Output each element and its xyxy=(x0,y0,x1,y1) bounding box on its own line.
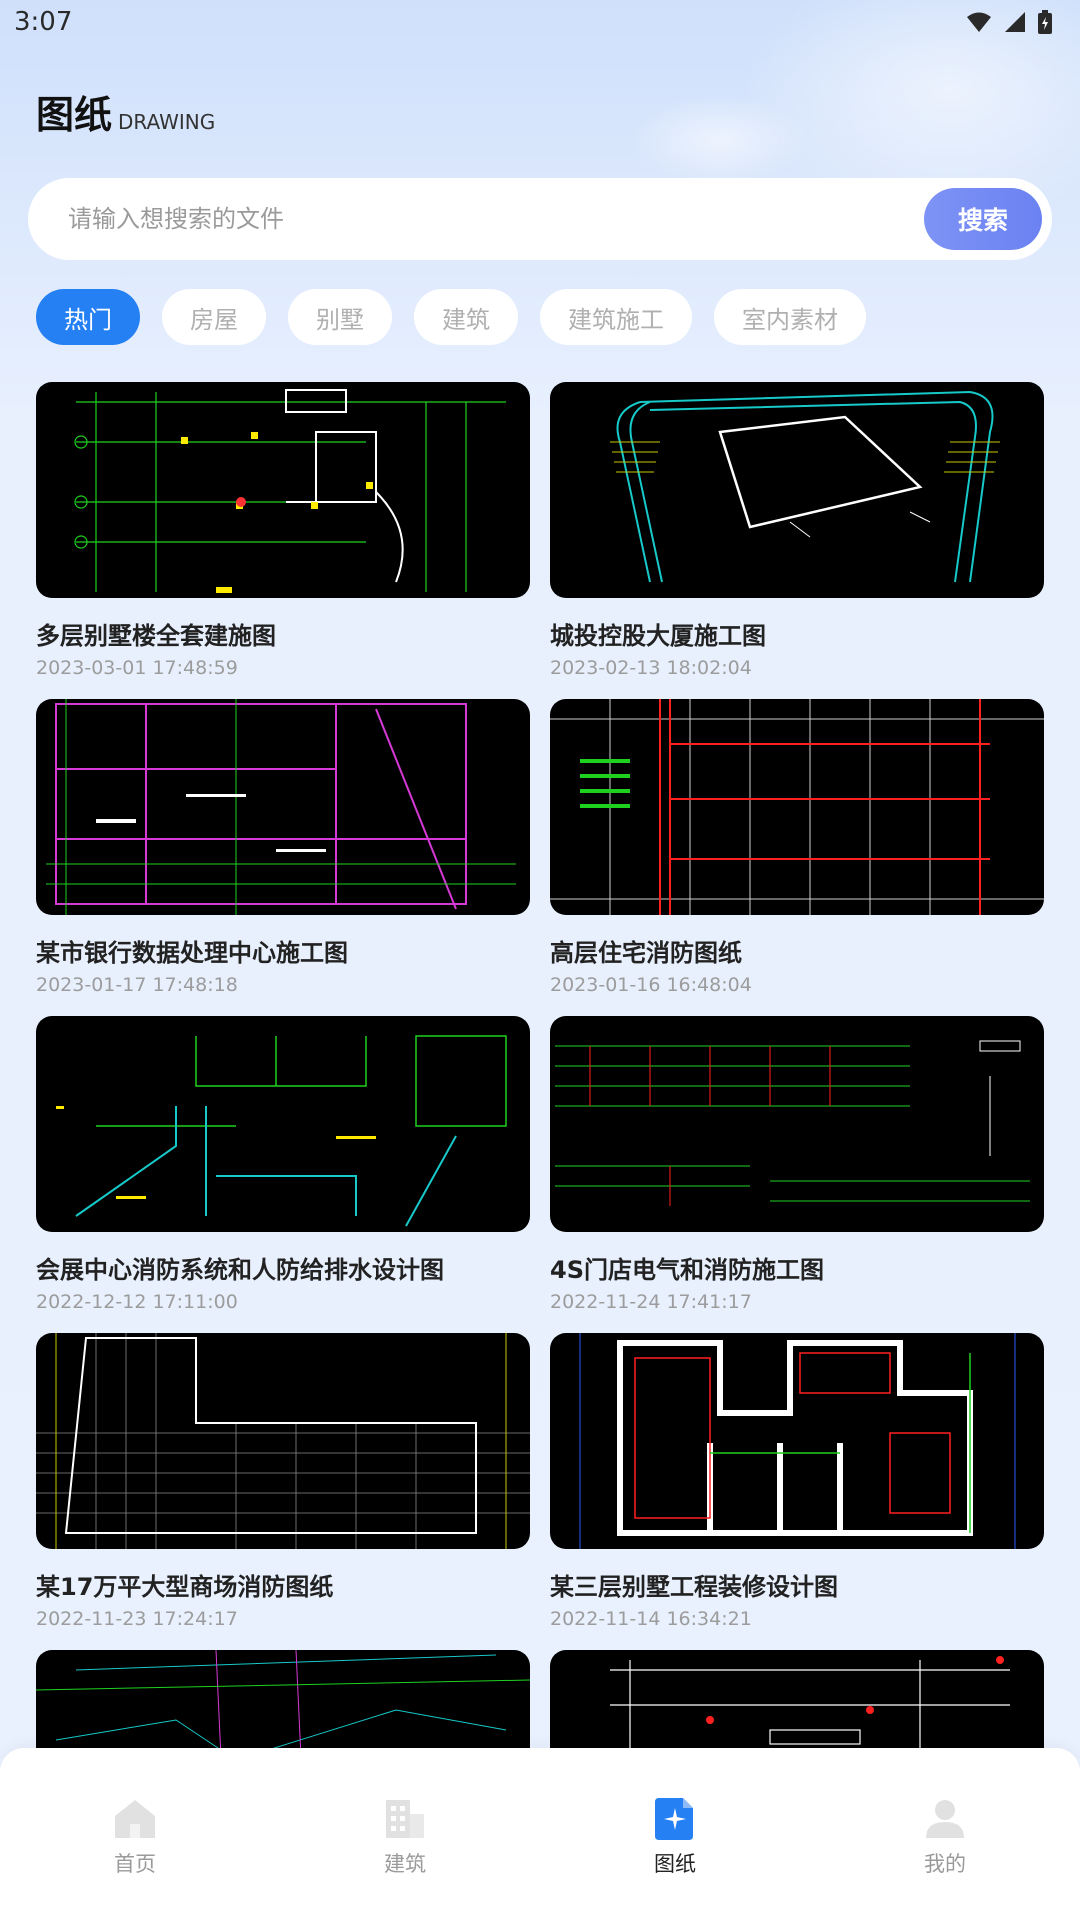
drawing-thumbnail[interactable] xyxy=(36,1333,530,1549)
tab-label: 我的 xyxy=(924,1852,966,1876)
tab-label: 建筑 xyxy=(384,1852,426,1876)
bottom-tab-bar: 首页 建筑 图纸 我的 xyxy=(0,1748,1080,1920)
tab-label: 图纸 xyxy=(654,1852,696,1876)
drawing-thumbnail[interactable] xyxy=(36,382,530,598)
drawing-card[interactable]: 多层别墅楼全套建施图 2023-03-01 17:48:59 xyxy=(36,382,530,699)
drawing-date: 2022-11-24 17:41:17 xyxy=(550,1291,752,1313)
signal-icon xyxy=(1005,12,1025,32)
drawing-title: 4S门店电气和消防施工图 xyxy=(550,1256,824,1284)
tab-profile[interactable]: 我的 xyxy=(845,1798,1045,1878)
drawing-thumbnail[interactable] xyxy=(550,699,1044,915)
decor-bubble xyxy=(630,95,810,185)
status-bar: 3:07 xyxy=(0,0,1080,44)
drawing-card[interactable]: 会展中心消防系统和人防给排水设计图 2022-12-12 17:11:00 xyxy=(36,1016,530,1333)
search-button[interactable]: 搜索 xyxy=(924,188,1042,250)
drawing-title: 某市银行数据处理中心施工图 xyxy=(36,939,348,967)
drawing-title: 城投控股大厦施工图 xyxy=(550,622,766,650)
drawing-title: 多层别墅楼全套建施图 xyxy=(36,622,276,650)
building-icon xyxy=(386,1800,424,1838)
chip-house[interactable]: 房屋 xyxy=(162,289,266,345)
drawing-title: 会展中心消防系统和人防给排水设计图 xyxy=(36,1256,444,1284)
drawing-date: 2023-01-16 16:48:04 xyxy=(550,974,752,996)
page-title-en: DRAWING xyxy=(118,110,216,134)
drawing-date: 2022-11-23 17:24:17 xyxy=(36,1608,238,1630)
tab-label: 首页 xyxy=(114,1852,156,1876)
drawing-grid: 多层别墅楼全套建施图 2023-03-01 17:48:59 xyxy=(36,382,1044,1920)
drawing-date: 2023-01-17 17:48:18 xyxy=(36,974,238,996)
search-input[interactable] xyxy=(66,204,850,234)
tab-drawing[interactable]: 图纸 xyxy=(575,1798,775,1878)
tab-home[interactable]: 首页 xyxy=(35,1798,235,1878)
page-title: 图纸 DRAWING xyxy=(36,96,215,134)
chip-construction[interactable]: 建筑施工 xyxy=(540,289,692,345)
chip-villa[interactable]: 别墅 xyxy=(288,289,392,345)
drawing-card[interactable]: 高层住宅消防图纸 2023-01-16 16:48:04 xyxy=(550,699,1044,1016)
drawing-title: 某三层别墅工程装修设计图 xyxy=(550,1573,838,1601)
drawing-thumbnail[interactable] xyxy=(550,382,1044,598)
drawing-icon xyxy=(655,1798,693,1840)
battery-icon xyxy=(1038,10,1052,34)
drawing-date: 2023-03-01 17:48:59 xyxy=(36,657,238,679)
drawing-card[interactable]: 某市银行数据处理中心施工图 2023-01-17 17:48:18 xyxy=(36,699,530,1016)
drawing-thumbnail[interactable] xyxy=(36,699,530,915)
drawing-date: 2022-12-12 17:11:00 xyxy=(36,1291,238,1313)
drawing-date: 2023-02-13 18:02:04 xyxy=(550,657,752,679)
drawing-card[interactable]: 某三层别墅工程装修设计图 2022-11-14 16:34:21 xyxy=(550,1333,1044,1650)
status-time: 3:07 xyxy=(14,7,73,37)
tab-building[interactable]: 建筑 xyxy=(305,1798,505,1878)
drawing-title: 某17万平大型商场消防图纸 xyxy=(36,1573,334,1601)
search-bar: 搜索 xyxy=(28,178,1052,260)
drawing-title: 高层住宅消防图纸 xyxy=(550,939,742,967)
chip-interior[interactable]: 室内素材 xyxy=(714,289,866,345)
drawing-thumbnail[interactable] xyxy=(36,1016,530,1232)
drawing-date: 2022-11-14 16:34:21 xyxy=(550,1608,752,1630)
chip-hot[interactable]: 热门 xyxy=(36,289,140,345)
drawing-card[interactable]: 某17万平大型商场消防图纸 2022-11-23 17:24:17 xyxy=(36,1333,530,1650)
category-tabs: 热门 房屋 别墅 建筑 建筑施工 室内素材 xyxy=(36,289,866,345)
page-title-cn: 图纸 xyxy=(36,93,113,137)
chip-architecture[interactable]: 建筑 xyxy=(414,289,518,345)
user-icon xyxy=(926,1800,964,1838)
drawing-thumbnail[interactable] xyxy=(550,1016,1044,1232)
drawing-card[interactable]: 城投控股大厦施工图 2023-02-13 18:02:04 xyxy=(550,382,1044,699)
home-icon xyxy=(115,1800,155,1838)
drawing-card[interactable]: 4S门店电气和消防施工图 2022-11-24 17:41:17 xyxy=(550,1016,1044,1333)
wifi-icon xyxy=(967,12,991,32)
drawing-thumbnail[interactable] xyxy=(550,1333,1044,1549)
